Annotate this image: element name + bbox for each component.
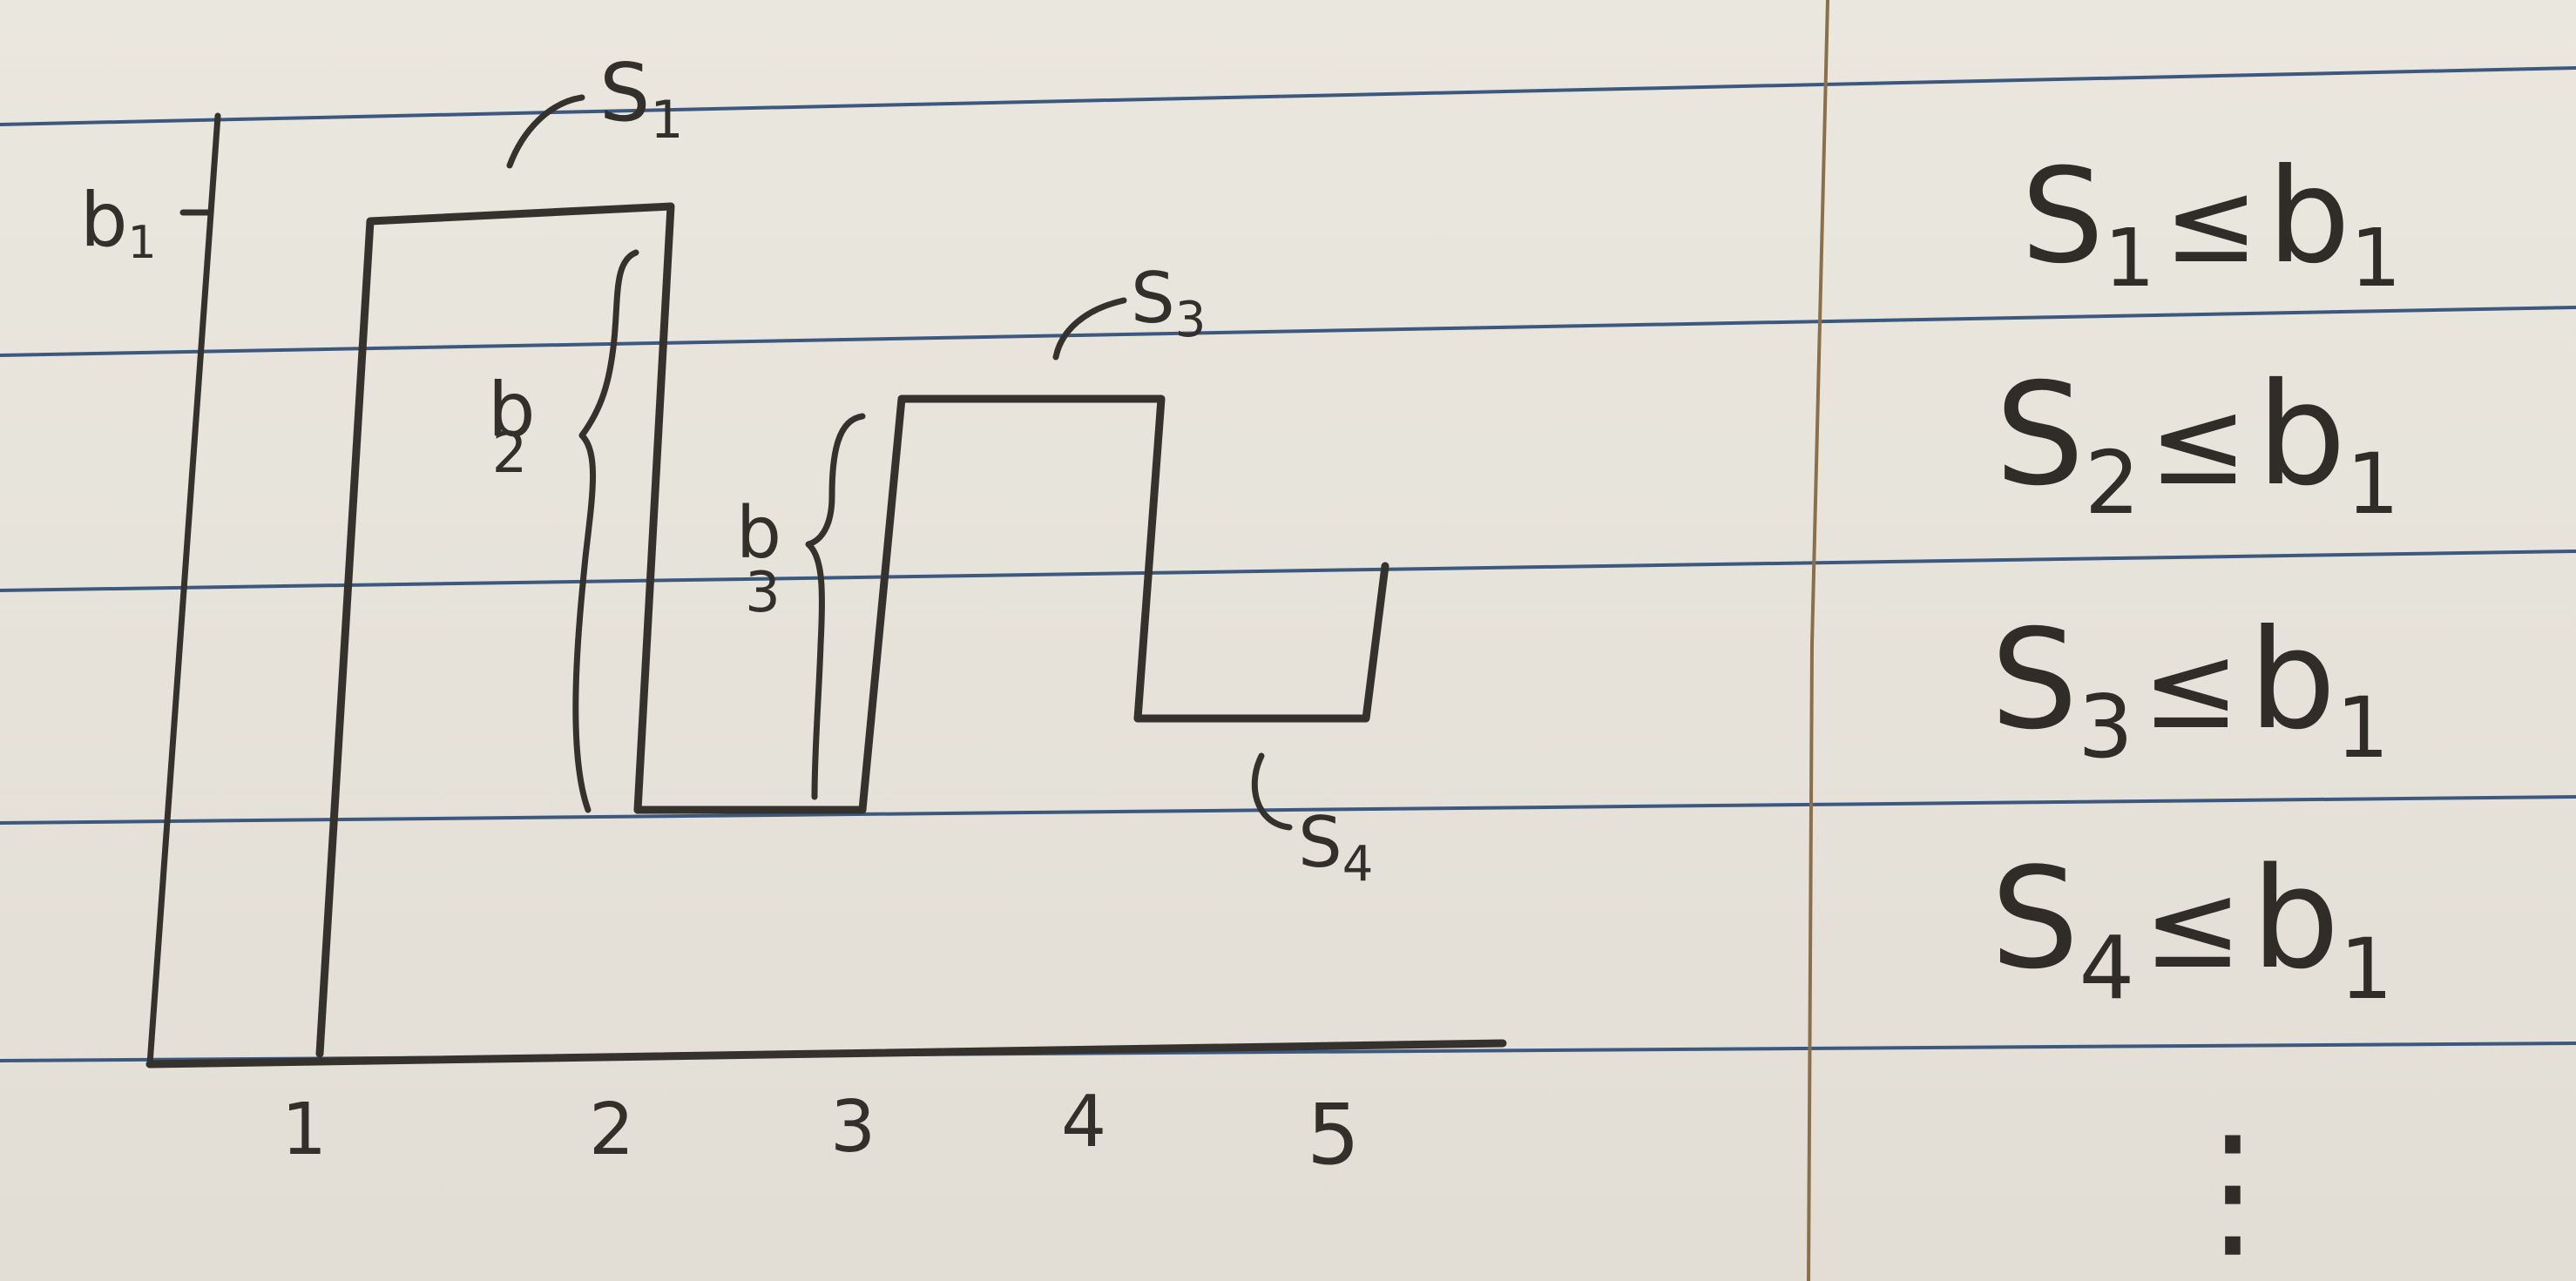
s3-pointer — [1052, 297, 1127, 361]
rule-line — [0, 66, 2576, 126]
margin-line — [1807, 0, 1829, 1281]
inequality-4: S4≤b1 — [1991, 837, 2393, 1019]
ruled-lines — [0, 66, 2576, 1062]
bar-s4 — [1133, 562, 1389, 723]
bar-s3 — [858, 394, 1166, 814]
inequality-list: S1≤b1 S2≤b1 S3≤b1 S4≤b1 ⋮ — [1991, 141, 2401, 1277]
bar-s1 — [315, 202, 675, 1058]
s4-pointer — [1251, 752, 1293, 831]
tick-3: 3 — [830, 1086, 876, 1169]
continuation-dots: ⋮ — [2159, 1104, 2307, 1277]
inequality-3: S3≤b1 — [1991, 600, 2390, 778]
s1-label: S1 — [599, 46, 684, 151]
tick-1: 1 — [281, 1089, 327, 1171]
bar-1-left-edge — [146, 112, 221, 1068]
inequality-1: S1≤b1 — [2021, 141, 2401, 305]
axis-ticks: 1 2 3 4 5 — [281, 1081, 1360, 1183]
rule-line — [0, 549, 2576, 592]
tick-5: 5 — [1307, 1086, 1360, 1183]
b1-label: b1 — [80, 177, 157, 269]
tick-2: 2 — [589, 1089, 634, 1171]
rule-line — [0, 306, 2576, 357]
s4-label: S4 — [1298, 802, 1373, 893]
tick-4: 4 — [1061, 1081, 1106, 1163]
s3-label: S3 — [1131, 258, 1206, 348]
b2-label: b2 — [488, 367, 536, 486]
b2-brace — [572, 249, 639, 813]
inequality-2: S2≤b1 — [1995, 354, 2399, 534]
baseline — [145, 1039, 1507, 1069]
b3-brace — [805, 413, 866, 800]
s1-pointer — [506, 94, 585, 169]
histogram-diagram — [145, 94, 1507, 1069]
rule-line — [0, 795, 2576, 825]
